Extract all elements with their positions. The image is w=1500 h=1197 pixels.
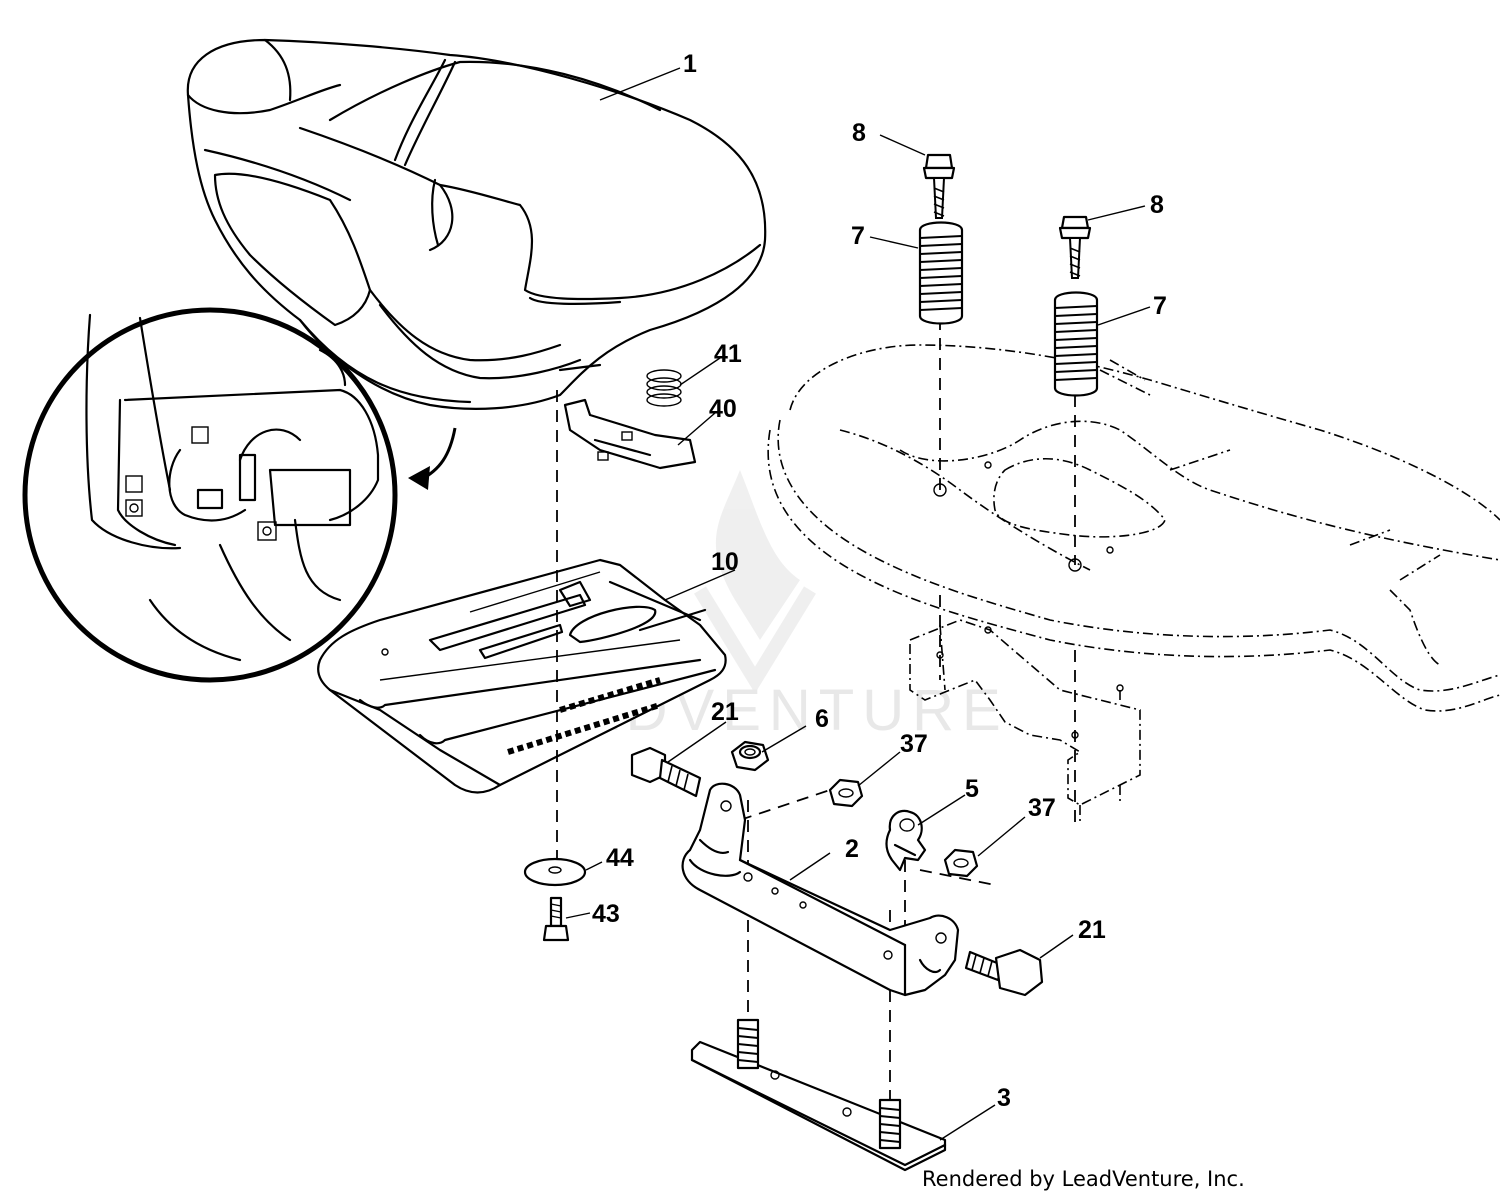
screw-43 [542, 896, 570, 942]
callout-5: 5 [965, 775, 979, 803]
spring-7-left [918, 221, 964, 325]
callout-8-right: 8 [1150, 191, 1164, 219]
callout-37-left: 37 [900, 730, 928, 758]
callout-21-left: 21 [711, 698, 739, 726]
callout-10: 10 [711, 548, 739, 576]
callout-2: 2 [845, 835, 859, 863]
seat-bracket-2 [681, 782, 960, 997]
seat-pan-adjust-slots [507, 677, 661, 755]
mower-frame-outline [767, 344, 1500, 825]
callout-40: 40 [709, 395, 737, 423]
bolt-21-right [964, 948, 1044, 997]
callout-7-left: 7 [851, 222, 865, 250]
spring-7-right [1053, 291, 1099, 397]
render-credit: Rendered by LeadVenture, Inc. [922, 1167, 1245, 1191]
nut-37-left [828, 778, 864, 808]
clip-5 [885, 809, 927, 872]
callout-6: 6 [815, 705, 829, 733]
callout-8-left: 8 [852, 119, 866, 147]
spring-41 [646, 369, 682, 407]
bolt-8-right [1058, 215, 1092, 279]
seat [186, 38, 767, 410]
callout-21-right: 21 [1078, 916, 1106, 944]
washer-44 [523, 857, 587, 887]
bottom-plate-3 [690, 1018, 947, 1172]
callout-labels: 1 8 8 7 7 41 40 10 21 6 37 5 37 2 44 43 … [592, 50, 1167, 1112]
bolt-8-left [922, 153, 956, 219]
callout-44: 44 [606, 844, 634, 872]
nut-37-right [943, 848, 979, 878]
callout-43: 43 [592, 900, 620, 928]
callout-41: 41 [714, 340, 742, 368]
detail-magnified-view [22, 307, 398, 683]
stud-left [736, 1018, 760, 1070]
latch-40 [563, 398, 697, 470]
callout-3: 3 [997, 1084, 1011, 1112]
leader-lines [565, 67, 1151, 1141]
callout-7-right: 7 [1153, 292, 1167, 320]
detail-pointer-arrow [408, 427, 457, 490]
bolt-21-left [630, 746, 702, 798]
nut-6 [730, 740, 770, 772]
seat-pan-10 [317, 558, 727, 794]
callout-37-right: 37 [1028, 794, 1056, 822]
stud-right [878, 1098, 902, 1150]
callout-1: 1 [683, 50, 697, 78]
